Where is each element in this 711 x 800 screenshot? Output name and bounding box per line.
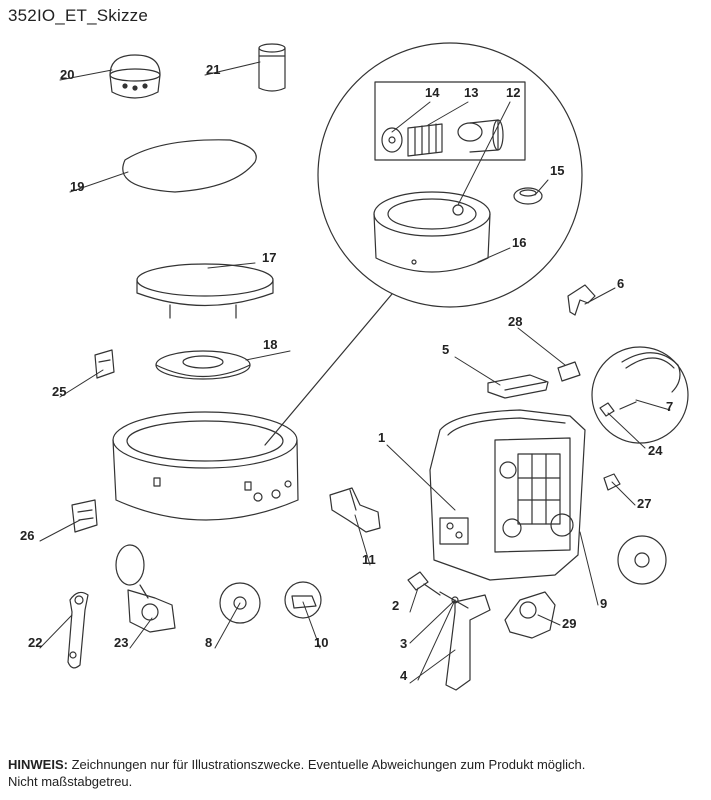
part-29-pump	[504, 591, 556, 639]
part-label: 22	[28, 635, 42, 650]
part-label: 16	[512, 235, 526, 250]
part-25-clip	[94, 349, 115, 379]
filter-detail-box	[374, 81, 526, 161]
part-label: 23	[114, 635, 128, 650]
part-label: 10	[314, 635, 328, 650]
part-5-cover	[487, 374, 549, 399]
part-label: 28	[508, 314, 522, 329]
part-6-connector	[567, 284, 596, 316]
part-28-connector	[557, 361, 581, 382]
part-20-dome-cap	[109, 54, 161, 99]
part-19-cover-sheet	[122, 139, 257, 193]
part-26-clip	[71, 499, 98, 533]
part-4-bracket	[445, 594, 491, 691]
part-label: 1	[378, 430, 385, 445]
part-label: 11	[362, 552, 376, 567]
part-27-knob	[603, 473, 621, 491]
part-label: 29	[562, 616, 576, 631]
disclaimer-note: HINWEIS: Zeichnungen nur für Illustratio…	[8, 756, 698, 790]
part-label: 19	[70, 179, 84, 194]
part-label: 14	[425, 85, 440, 100]
part-2-screw	[407, 571, 441, 596]
part-23-valve	[115, 544, 176, 633]
part-label: 8	[205, 635, 212, 650]
part-label: 20	[60, 67, 74, 82]
part-11-connector	[329, 487, 381, 533]
part-labels: 20 21 19 17 18 25 26 22 23 8 10 11 14 13…	[20, 62, 673, 683]
note-line-1: Zeichnungen nur für Illustrationszwecke.…	[71, 757, 586, 772]
part-17-lid	[136, 263, 274, 319]
note-label: HINWEIS:	[8, 757, 68, 772]
part-15-cap	[513, 187, 543, 205]
part-18-base-plate	[155, 350, 251, 380]
part-label: 5	[442, 342, 449, 357]
part-16-filter-housing	[373, 191, 491, 273]
part-label: 13	[464, 85, 478, 100]
hose-detail-circle	[591, 346, 689, 444]
part-label: 4	[400, 668, 408, 683]
detail-circle	[264, 42, 583, 446]
part-1-pump-unit	[429, 409, 586, 581]
part-22-wrench	[67, 591, 89, 669]
part-label: 27	[637, 496, 651, 511]
part-label: 9	[600, 596, 607, 611]
part-label: 17	[262, 250, 276, 265]
part-8-gasket-ring	[219, 582, 261, 624]
part-label: 24	[648, 443, 663, 458]
part-label: 6	[617, 276, 624, 291]
part-label: 25	[52, 384, 66, 399]
part-label: 2	[392, 598, 399, 613]
leader-lines	[39, 61, 671, 684]
part-label: 18	[263, 337, 277, 352]
part-label: 12	[506, 85, 520, 100]
part-10-fitting	[284, 581, 322, 619]
part-label: 26	[20, 528, 34, 543]
part-label: 15	[550, 163, 564, 178]
diagram-title: 352IO_ET_Skizze	[8, 6, 149, 25]
exploded-parts-drawing: 20 21 19 17 18 25 26 22 23 8 10 11 14 13…	[20, 42, 689, 691]
part-label: 3	[400, 636, 407, 651]
note-line-2: Nicht maßstabgetreu.	[8, 774, 133, 789]
part-21-cylinder	[258, 43, 286, 92]
part-label: 7	[666, 399, 673, 414]
part-9-gasket-ring	[617, 535, 667, 585]
part-label: 21	[206, 62, 220, 77]
tub-ring-housing	[112, 411, 299, 521]
